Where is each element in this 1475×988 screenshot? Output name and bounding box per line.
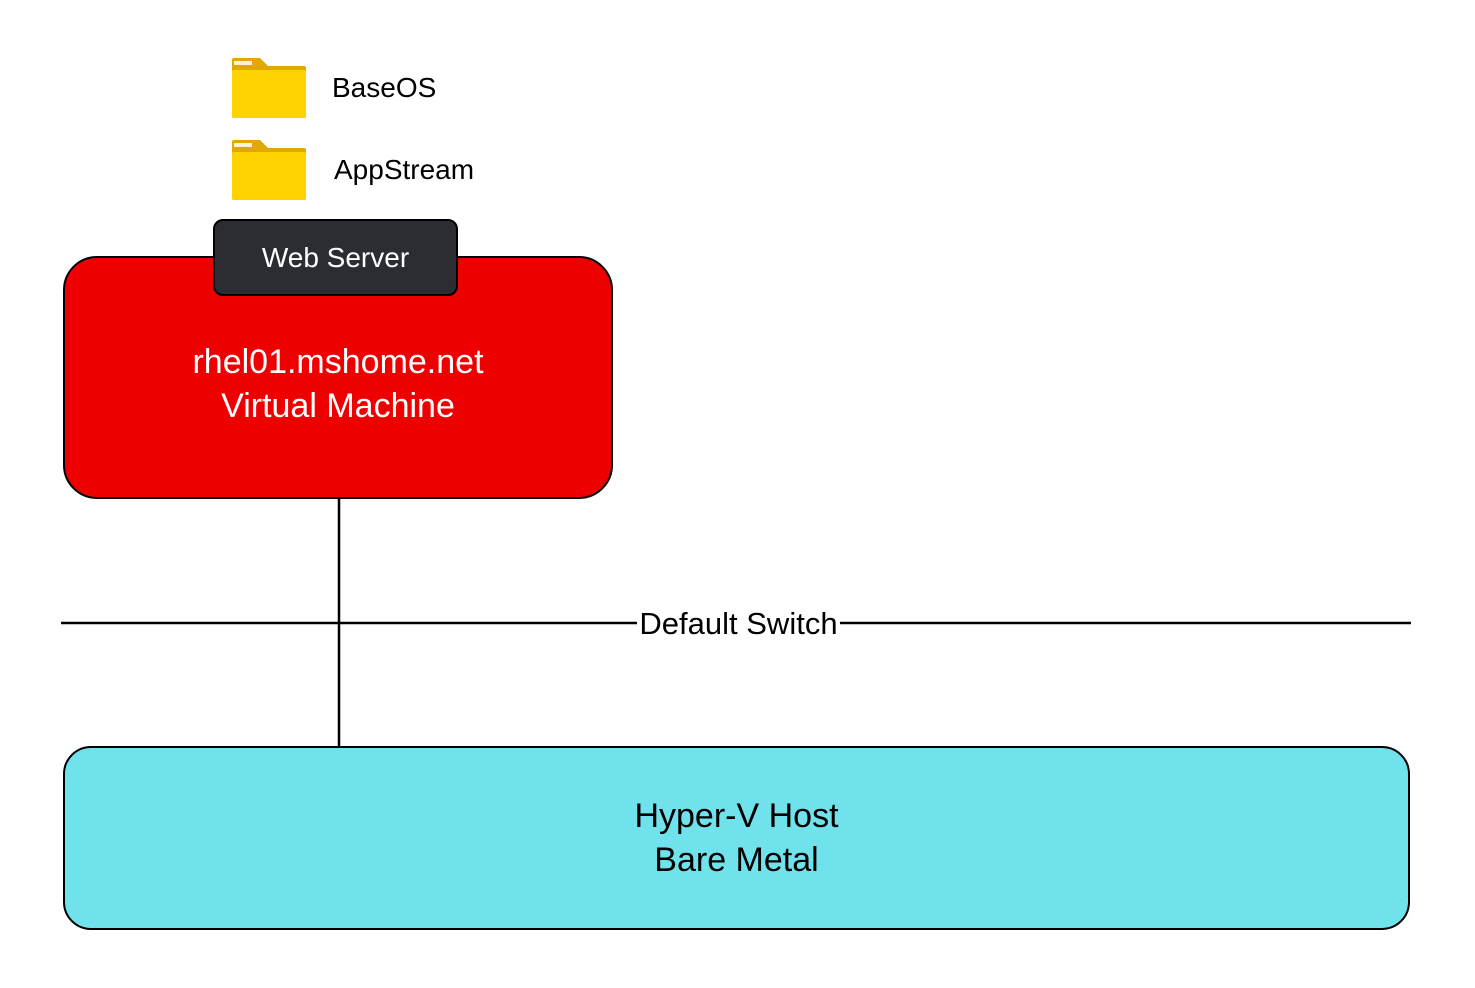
web-server-tag: Web Server (213, 219, 458, 296)
vm-hostname: rhel01.mshome.net (192, 343, 484, 381)
folder-icon (232, 140, 306, 200)
web-server-label: Web Server (261, 241, 410, 273)
folder-item-appstream: AppStream (230, 138, 474, 202)
host-name: Hyper-V Host (634, 797, 839, 835)
host-type: Bare Metal (654, 841, 819, 879)
folder-label: AppStream (334, 154, 475, 185)
folder-item-baseos: BaseOS (230, 56, 436, 120)
host-node: Hyper-V Host Bare Metal (63, 746, 1410, 930)
vm-type: Virtual Machine (221, 387, 455, 425)
folder-label: BaseOS (332, 72, 437, 103)
folder-icon (232, 58, 306, 118)
